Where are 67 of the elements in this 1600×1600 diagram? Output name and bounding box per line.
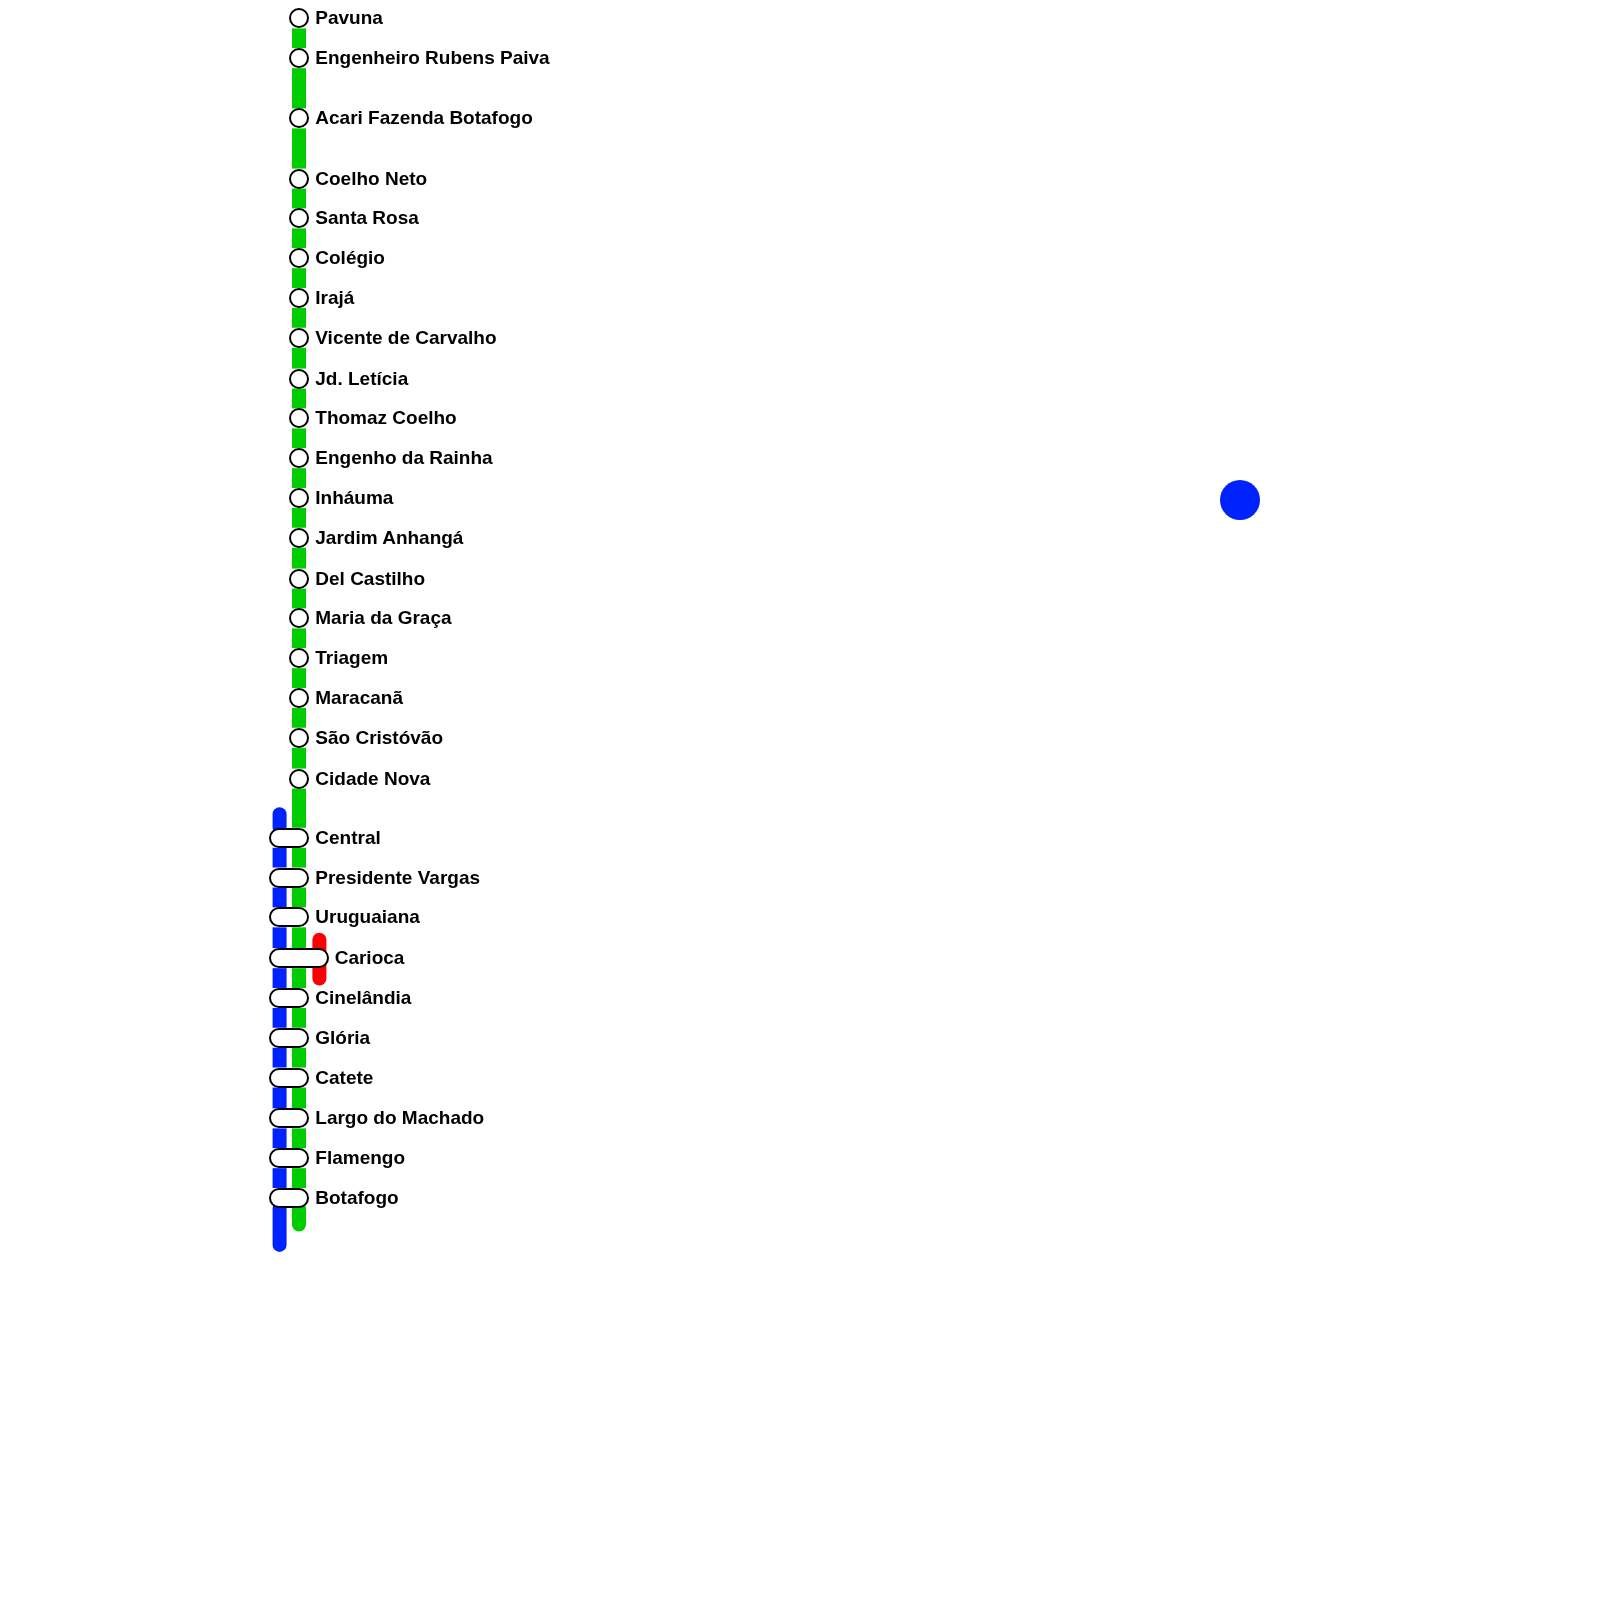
line-segment <box>272 927 287 949</box>
station-name: São Cristóvão <box>315 725 444 750</box>
station-name: Vicente de Carvalho <box>315 325 497 350</box>
line-segment <box>292 228 306 249</box>
station-name: Central <box>315 825 381 850</box>
line-segment <box>292 68 306 109</box>
line-segment <box>272 1168 287 1188</box>
line-segment <box>292 188 306 209</box>
station-name: Jardim Anhangá <box>315 525 464 550</box>
station-name: Acari Fazenda Botafogo <box>315 106 533 131</box>
station-name: Jd. Letícia <box>315 366 409 391</box>
line-segment <box>292 1047 306 1068</box>
station-name: Santa Rosa <box>315 206 419 231</box>
line-segment <box>292 1087 306 1109</box>
station-name: Engenho da Rainha <box>315 446 493 471</box>
station-name: Del Castilho <box>315 566 426 591</box>
line-segment <box>292 547 306 569</box>
station-dot <box>1219 480 1260 520</box>
station-name: Flamengo <box>315 1146 405 1171</box>
line-segment <box>292 428 306 449</box>
station-name: Engenheiro Rubens Paiva <box>315 46 550 71</box>
line-segment <box>272 1007 287 1028</box>
line-segment <box>292 668 306 688</box>
station-name: Maracanã <box>315 685 403 710</box>
line-segment <box>292 1168 306 1188</box>
station-name: Uruguaiana <box>315 905 420 930</box>
station-name: Thomaz Coelho <box>315 406 457 431</box>
line-segment <box>292 927 306 949</box>
line-segment <box>272 1047 287 1068</box>
line-segment <box>272 847 287 868</box>
line-segment <box>272 968 287 988</box>
station-name: Triagem <box>315 646 389 671</box>
station-name: Inháuma <box>315 485 394 510</box>
line-segment <box>272 887 287 908</box>
line-segment <box>292 1007 306 1028</box>
station-name: Pavuna <box>315 6 383 31</box>
line-segment <box>292 887 306 908</box>
station-name: Cinelândia <box>315 985 412 1010</box>
line-segment <box>292 707 306 728</box>
line-segment <box>292 307 306 328</box>
line-segment <box>272 1128 287 1149</box>
line-segment <box>292 268 306 288</box>
line-segment <box>292 128 306 169</box>
station-name: Cidade Nova <box>315 766 431 791</box>
line-segment <box>292 388 306 409</box>
station-name: Presidente Vargas <box>315 865 481 890</box>
line-segment <box>292 847 306 868</box>
line-segment <box>292 788 306 828</box>
line-segment <box>292 507 306 528</box>
station-name: Glória <box>315 1025 371 1050</box>
line-segment <box>292 468 306 488</box>
station-name: Carioca <box>334 946 405 971</box>
line-segment <box>272 1087 287 1109</box>
station-name: Maria da Graça <box>315 606 452 631</box>
station-name: Colégio <box>315 246 385 271</box>
line-segment <box>292 588 306 609</box>
station-name: Catete <box>315 1065 374 1090</box>
line-segment <box>292 28 306 49</box>
line-segment <box>292 747 306 769</box>
line-segment <box>292 1128 306 1149</box>
station-name: Largo do Machado <box>315 1106 485 1131</box>
line-segment <box>292 347 306 369</box>
station-name: Irajá <box>315 285 355 310</box>
station-name: Coelho Neto <box>315 166 428 191</box>
station-name: Botafogo <box>315 1185 399 1210</box>
line-segment <box>292 968 306 988</box>
line-segment <box>292 628 306 649</box>
